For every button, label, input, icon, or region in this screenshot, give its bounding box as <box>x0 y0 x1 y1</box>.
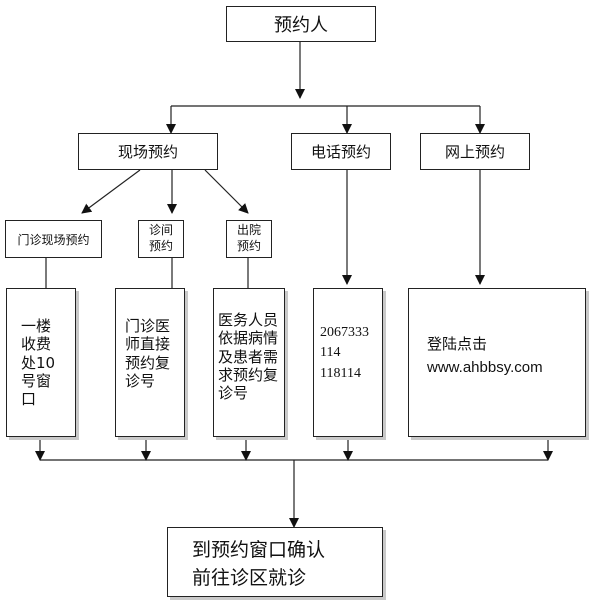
detail-discharge: 医务人员依据病情及患者需求预约复诊号 <box>213 288 285 437</box>
node-online-label: 网上预约 <box>444 143 505 161</box>
detail-onsite-window-text: 一楼收费处10号窗口 <box>21 317 56 409</box>
node-onsite-clinic: 门诊现场预约 <box>5 220 102 258</box>
node-online: 网上预约 <box>420 133 530 170</box>
node-onsite-label: 现场预约 <box>117 143 178 161</box>
detail-online: 登陆点击 www.ahbbsy.com <box>408 288 586 437</box>
detail-doctor-direct: 门诊医师直接预约复诊号 <box>115 288 185 437</box>
connector-onsite-right <box>204 169 249 214</box>
node-onsite: 现场预约 <box>78 133 218 170</box>
node-final-line1: 到预约窗口确认 <box>192 539 326 561</box>
node-discharge: 出院预约 <box>226 220 272 258</box>
phone-number-1: 2067333 <box>320 325 369 340</box>
phone-number-3: 118114 <box>320 365 361 381</box>
detail-discharge-text: 医务人员依据病情及患者需求预约复诊号 <box>218 311 279 403</box>
node-appointee: 预约人 <box>226 6 376 42</box>
node-exam-room: 诊间预约 <box>138 220 184 258</box>
detail-phone-numbers: 2067333 114 118114 <box>313 288 383 437</box>
node-final: 到预约窗口确认 前往诊区就诊 <box>167 527 383 597</box>
detail-doctor-direct-text: 门诊医师直接预约复诊号 <box>125 317 171 390</box>
node-phone: 电话预约 <box>291 133 391 170</box>
phone-number-2: 114 <box>320 345 341 361</box>
connector-onsite-left <box>81 169 141 214</box>
detail-onsite-window: 一楼收费处10号窗口 <box>6 288 76 437</box>
detail-online-line1: 登陆点击 <box>427 335 488 353</box>
node-phone-label: 电话预约 <box>310 143 371 161</box>
node-onsite-clinic-label: 门诊现场预约 <box>17 232 90 247</box>
node-appointee-label: 预约人 <box>274 15 328 36</box>
node-final-line2: 前往诊区就诊 <box>192 566 307 589</box>
detail-online-site: www.ahbbsy.com <box>427 359 543 377</box>
node-exam-room-label: 诊间预约 <box>148 223 173 253</box>
node-discharge-label: 出院预约 <box>236 223 261 253</box>
